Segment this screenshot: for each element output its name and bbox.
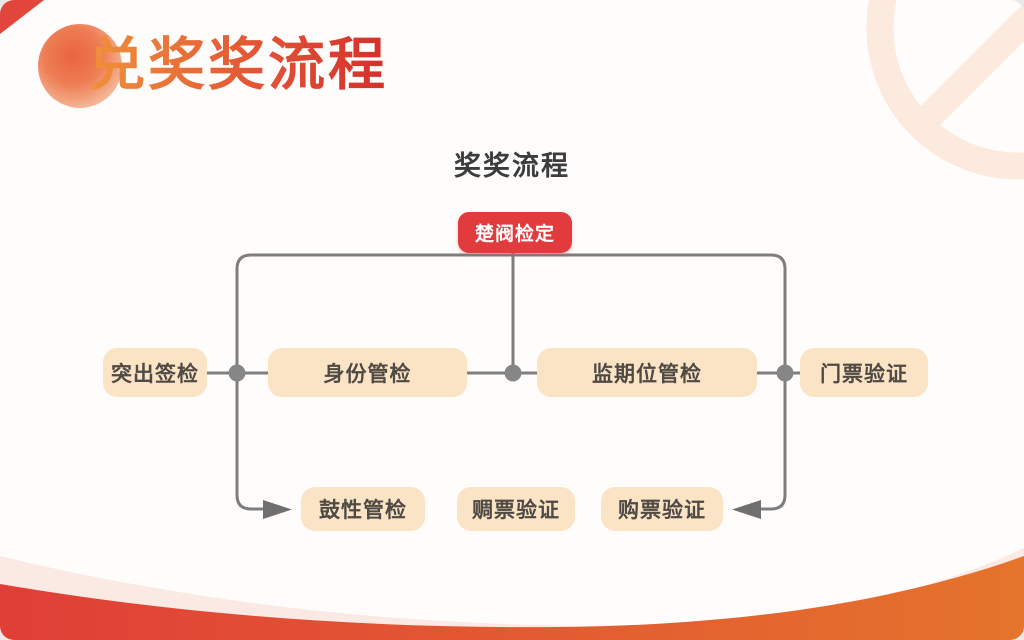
flow-node-bottom-1: 鼓性管检: [301, 487, 425, 531]
header: 兑奖奖流程: [38, 22, 388, 108]
flow-node-middle-2: 身份管检: [268, 348, 467, 397]
corner-accent-icon: [0, 0, 44, 34]
flow-node-root: 楚阀检定: [458, 212, 572, 253]
diagram-title: 奖奖流程: [454, 151, 570, 181]
flow-node-middle-4: 门票验证: [800, 348, 928, 397]
flow-node-bottom-3: 购票验证: [601, 487, 723, 531]
junction-dot-center: [504, 364, 522, 382]
arrow-right-icon: [263, 500, 292, 519]
bottom-wave-main: [0, 556, 1024, 640]
flow-node-middle-3: 监期位管检: [537, 348, 757, 397]
flow-node-middle-1: 突出签检: [103, 348, 207, 397]
arrow-left-icon: [732, 500, 761, 519]
flow-node-bottom-2: 赒票验证: [457, 487, 575, 531]
junction-dots: [228, 364, 794, 382]
junction-dot-right: [776, 364, 794, 382]
junction-dot-left: [228, 364, 246, 382]
connector-bracket: [235, 253, 787, 511]
sun-circle-icon: [38, 24, 122, 108]
prohibition-watermark-icon: [866, 0, 1024, 180]
page-title: 兑奖奖流程: [88, 22, 388, 96]
